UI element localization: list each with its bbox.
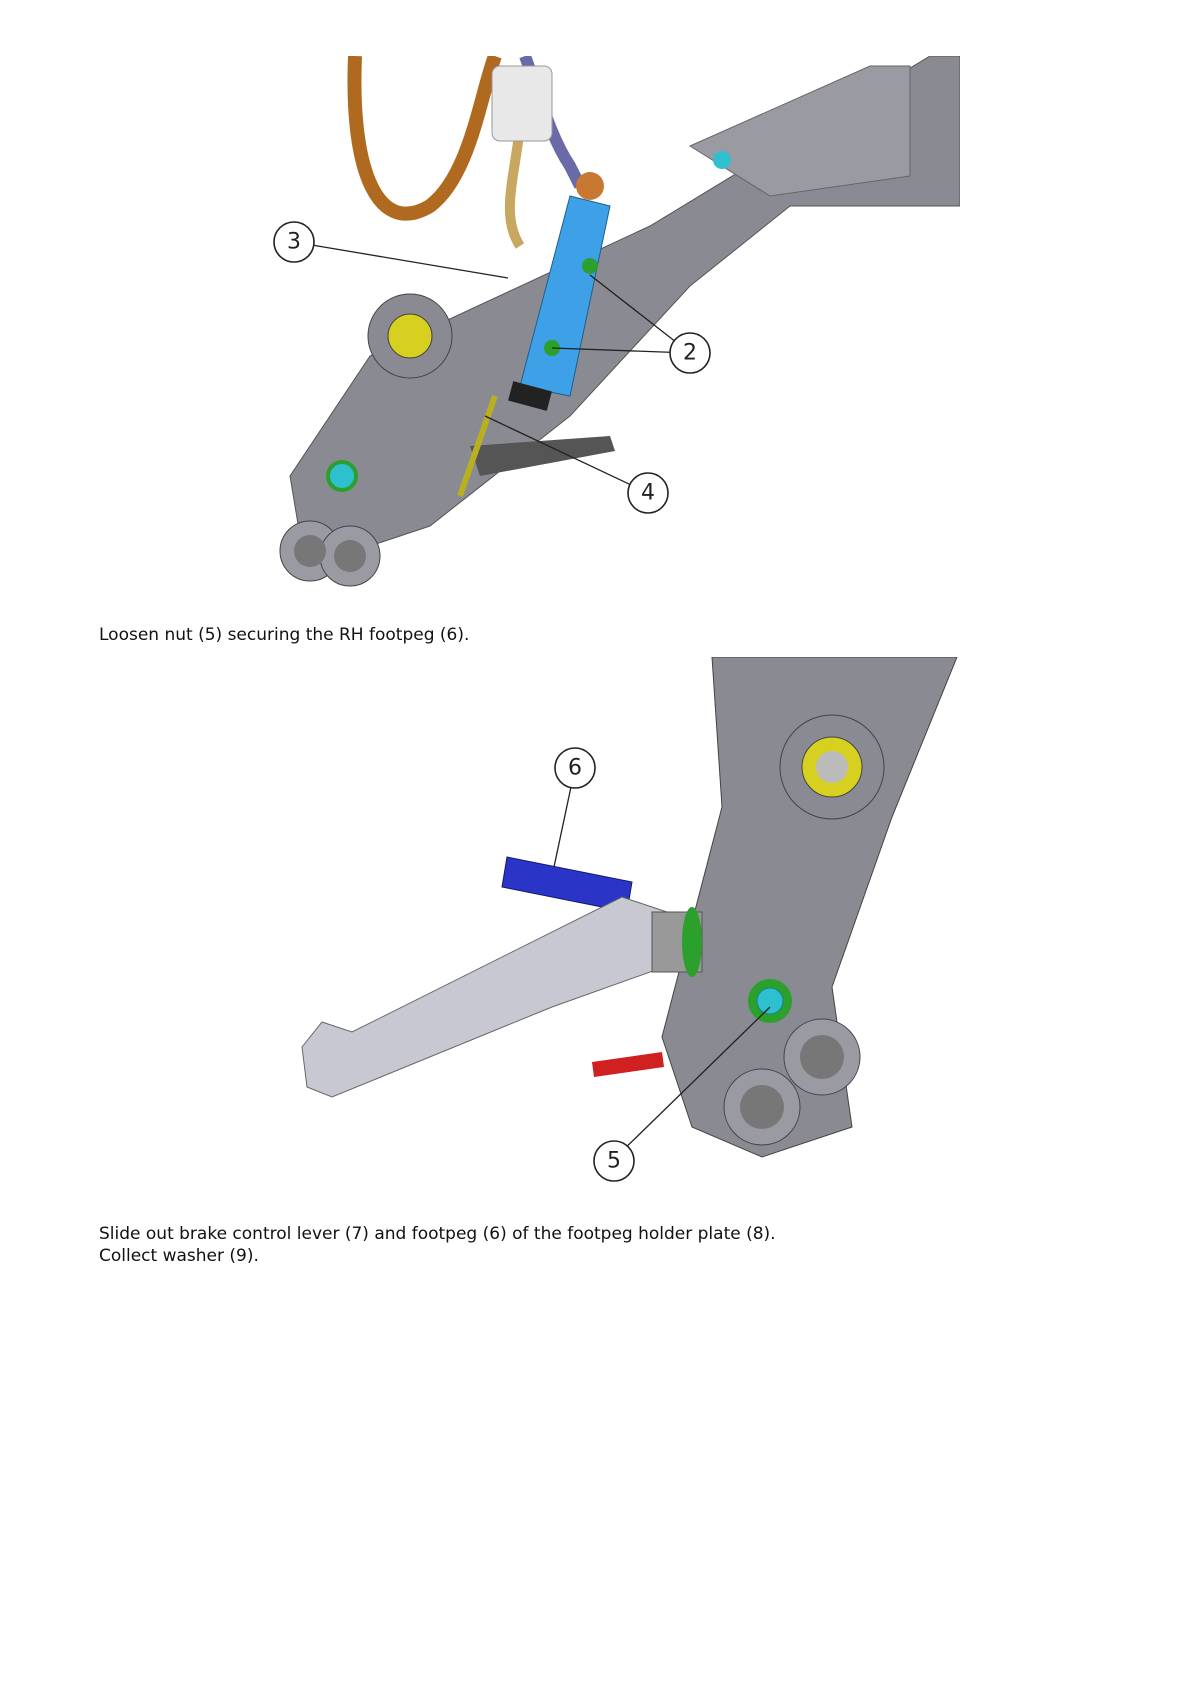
fluid-hose-icon [347,56,502,221]
reservoir-icon [491,65,553,142]
callout-4: 4 [627,472,669,514]
callout-6: 6 [554,747,596,789]
svg-text:6: 6 [568,756,582,781]
master-cylinder [519,195,611,397]
callout-3: 3 [273,221,315,263]
figure-master-cylinder-illustration: 3 2 4 [273,56,960,587]
svg-text:5: 5 [607,1149,621,1174]
step-text-slide-out-lever: Slide out brake control lever (7) and fo… [99,1224,776,1244]
svg-text:4: 4 [641,481,655,506]
step-text-loosen-nut: Loosen nut (5) securing the RH footpeg (… [99,625,470,645]
step-text-collect-washer: Collect washer (9). [99,1246,259,1266]
svg-text:3: 3 [287,230,301,255]
callout-5: 5 [593,1140,635,1182]
svg-text:2: 2 [683,341,697,366]
figure-footpeg-illustration: 6 5 [301,657,958,1182]
callout-2: 2 [669,332,711,374]
